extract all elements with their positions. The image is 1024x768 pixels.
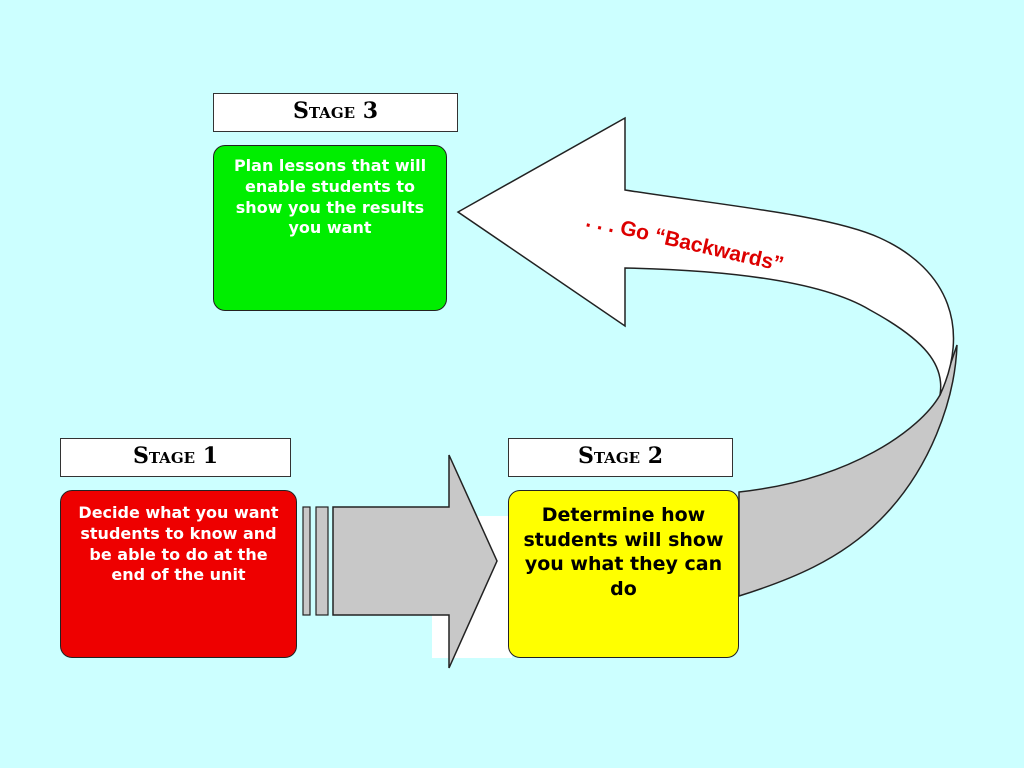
- stage3-text: Plan lessons that will enable students t…: [233, 156, 427, 238]
- stage3-label: Stage 3: [213, 93, 458, 132]
- curved-arrow-underside: [738, 344, 958, 598]
- stage3-box: Plan lessons that will enable students t…: [213, 145, 447, 311]
- stage2-text: Determine how students will show you wha…: [523, 504, 724, 601]
- stage1-box: Decide what you want students to know an…: [60, 490, 297, 658]
- arrow-tail-stripe-2: [315, 506, 329, 616]
- stage1-label: Stage 1: [60, 438, 291, 477]
- forward-arrow: [332, 454, 498, 669]
- stage2-box: Determine how students will show you wha…: [508, 490, 739, 658]
- stage1-text: Decide what you want students to know an…: [78, 503, 279, 585]
- arrow-tail-stripe-1: [302, 506, 311, 616]
- curved-arrow-face: [456, 116, 955, 396]
- stage2-label: Stage 2: [508, 438, 733, 477]
